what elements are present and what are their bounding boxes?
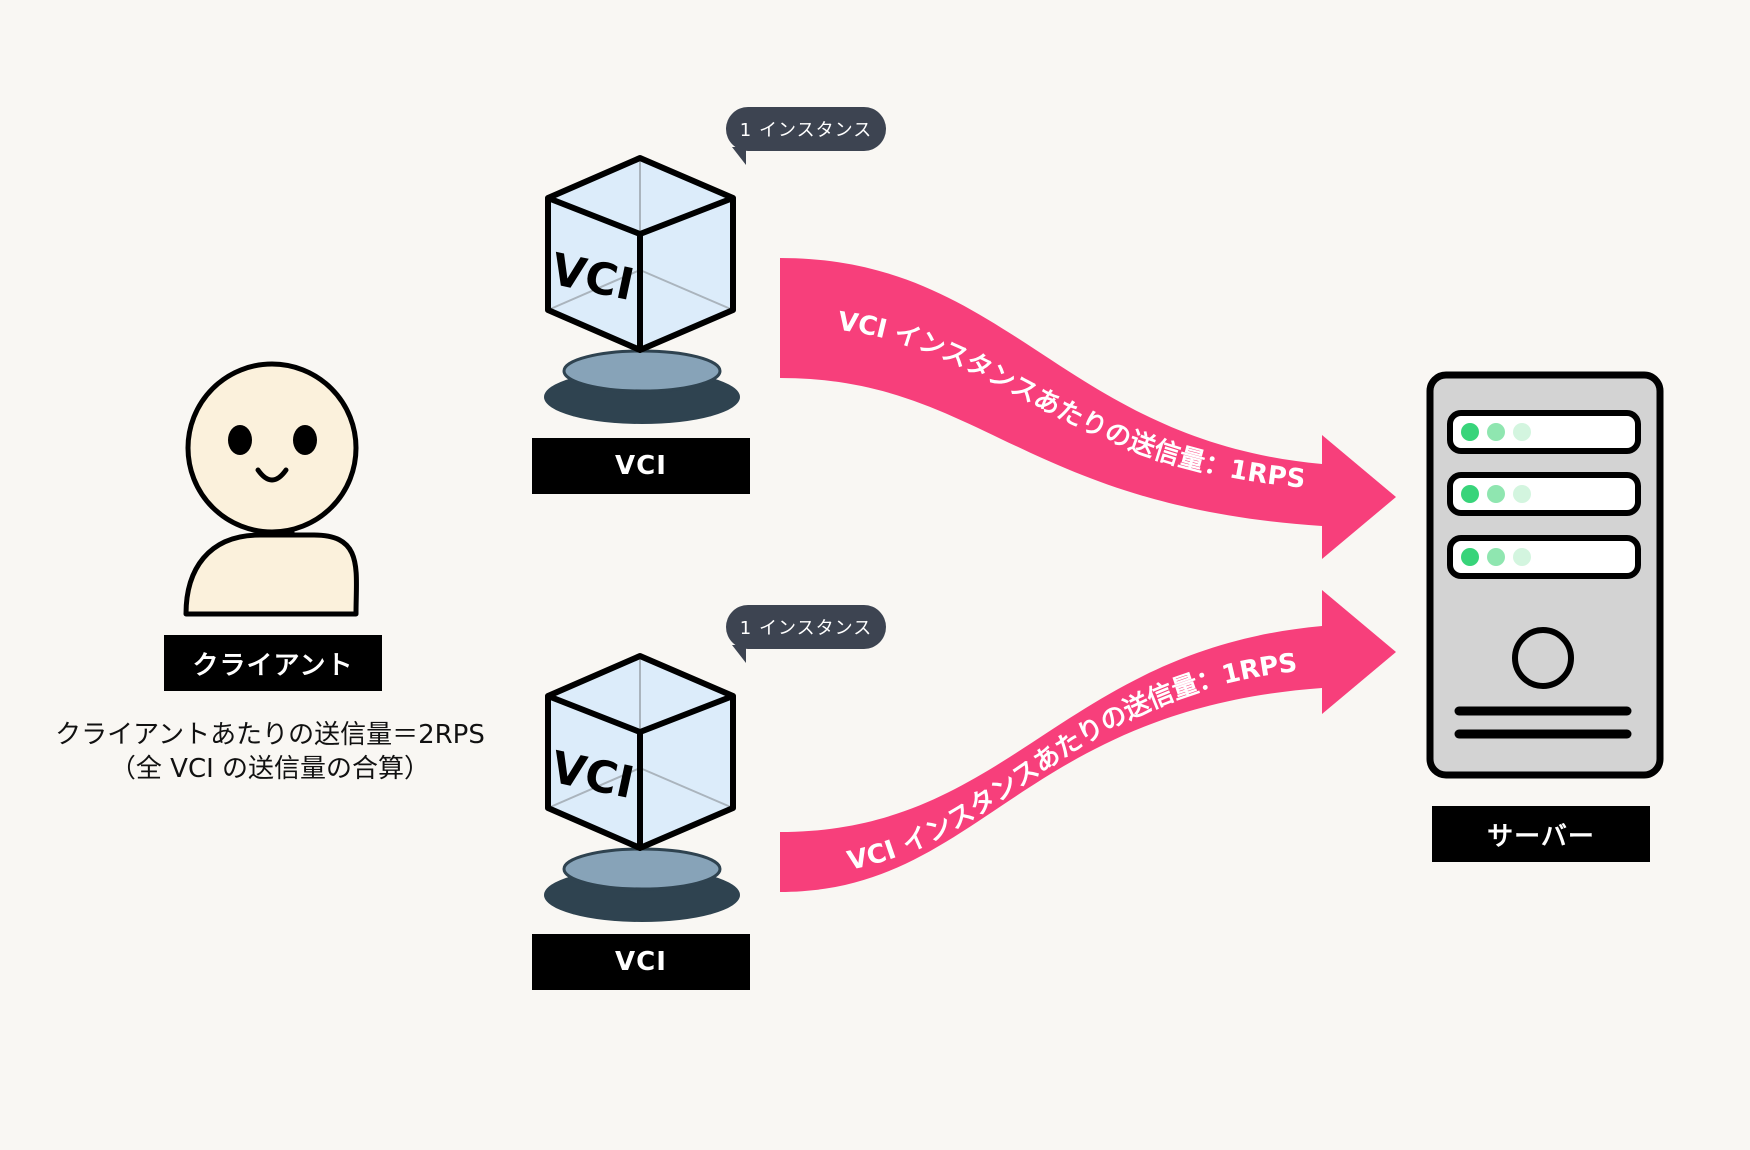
vci-label-top: VCI: [532, 438, 750, 494]
arrow-top: VCI インスタンスあたりの送信量：1RPS: [780, 258, 1396, 559]
vci-cube-icon-bottom: VCI: [544, 653, 740, 922]
client-person-icon: [183, 361, 359, 617]
arrow-bottom-label: VCI インスタンスあたりの送信量：1RPS: [845, 648, 1299, 877]
vci-label-bottom: VCI: [532, 934, 750, 990]
client-caption-line2: （全 VCI の送信量の合算）: [109, 754, 431, 784]
instance-bubble-top: 1 インスタンス: [726, 107, 886, 165]
server-slot: [1447, 410, 1641, 454]
server-power-button: [1512, 627, 1574, 689]
client-label: クライアント: [164, 635, 382, 691]
client-caption: クライアントあたりの送信量＝2RPS （全 VCI の送信量の合算）: [30, 718, 510, 786]
server-icon: [1426, 371, 1664, 779]
server-label: サーバー: [1432, 806, 1650, 862]
client-caption-line1: クライアントあたりの送信量＝2RPS: [55, 720, 485, 750]
server-slot: [1447, 472, 1641, 516]
svg-text:VCI インスタンスあたりの送信量：1RPS: VCI インスタンスあたりの送信量：1RPS: [845, 648, 1299, 877]
instance-bubble-bottom: 1 インスタンス: [726, 605, 886, 663]
server-slot: [1447, 535, 1641, 579]
vci-cube-icon-top: VCI: [544, 155, 740, 424]
